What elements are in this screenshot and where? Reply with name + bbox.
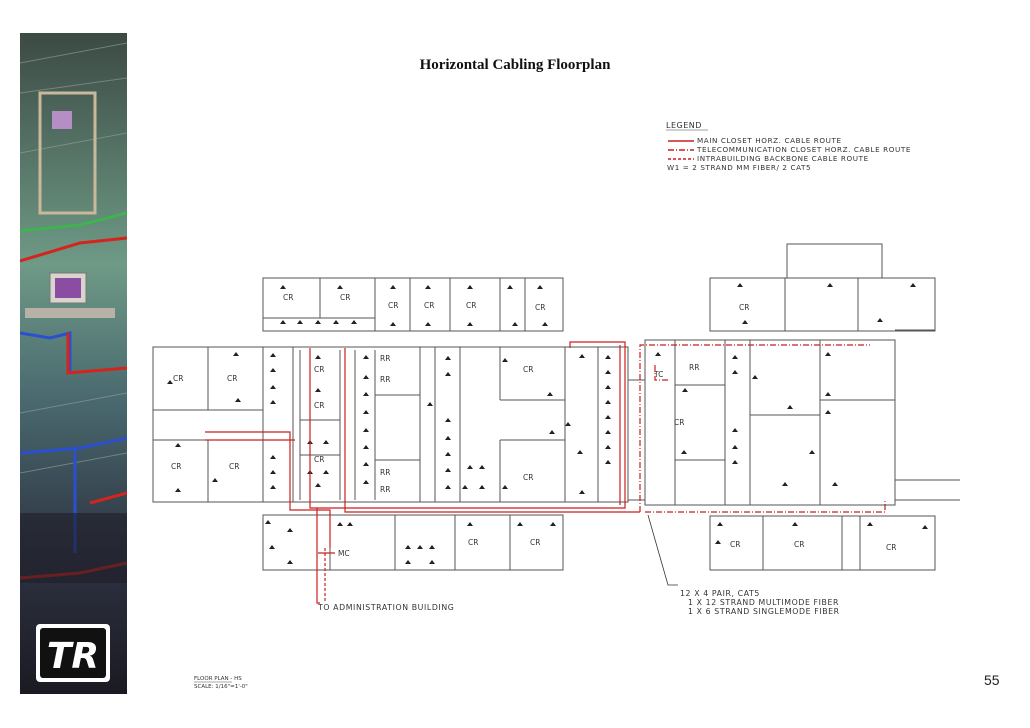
main-closet-route (309, 341, 626, 509)
legend-item-main-closet: MAIN CLOSET HORZ. CABLE ROUTE (697, 136, 842, 145)
room-label-cr: CR (466, 301, 476, 310)
legend-item-w1: W1 = 2 STRAND MM FIBER/ 2 CAT5 (667, 163, 811, 172)
outlet-markers (167, 283, 928, 564)
telecom-closet-route (639, 344, 870, 512)
room-label-cr: CR (730, 540, 740, 549)
legend-heading: LEGEND (666, 121, 702, 130)
building-walls (152, 243, 960, 571)
room-label-cr: CR (674, 418, 684, 427)
room-label-cr: CR (229, 462, 239, 471)
cable-spec-line: 12 X 4 PAIR, CAT5 (680, 589, 760, 598)
room-labels: CR CR CR CR CR CR CR CR CR CR CR CR CR R… (171, 293, 896, 558)
legend-item-backbone: INTRABUILDING BACKBONE CABLE ROUTE (697, 154, 869, 163)
room-label-cr: CR (171, 462, 181, 471)
page-number: 55 (984, 672, 1000, 688)
room-label-tc: TC (653, 370, 663, 379)
telecom-closet-route (654, 365, 668, 381)
room-label-cr: CR (283, 293, 293, 302)
logo-text: TR (47, 636, 99, 677)
cable-spec-line: 1 X 12 STRAND MULTIMODE FIBER (688, 598, 839, 607)
main-closet-route (344, 348, 640, 513)
to-admin-building-label: TO ADMINISTRATION BUILDING (317, 603, 454, 612)
cable-routes (205, 341, 886, 604)
room-label-cr: CR (424, 301, 434, 310)
cable-spec-line: 1 X 6 STRAND SINGLEMODE FIBER (688, 607, 840, 616)
room-label-cr: CR (388, 301, 398, 310)
room-label-mc: MC (338, 549, 350, 558)
room-label-rr: RR (380, 468, 390, 477)
sidebar-illustration: TR (20, 33, 127, 694)
room-label-cr: CR (468, 538, 478, 547)
main-closet-route (205, 431, 331, 548)
room-label-cr: CR (530, 538, 540, 547)
room-label-cr: CR (794, 540, 804, 549)
cable-spec-leader (647, 514, 678, 586)
room-label-cr: CR (535, 303, 545, 312)
room-label-cr: CR (227, 374, 237, 383)
floor-plan-caption: FLOOR PLAN - HS (194, 676, 242, 682)
room-label-cr: CR (314, 365, 324, 374)
room-label-cr: CR (314, 401, 324, 410)
legend-item-telecom-closet: TELECOMMUNICATION CLOSET HORZ. CABLE ROU… (696, 145, 911, 154)
room-label-cr: CR (340, 293, 350, 302)
telecom-closet-route (645, 500, 886, 513)
legend: LEGEND MAIN CLOSET HORZ. CABLE ROUTE TEL… (666, 121, 911, 172)
room-label-cr: CR (886, 543, 896, 552)
room-label-cr: CR (173, 374, 183, 383)
backbone-route (316, 508, 320, 604)
page-title: Horizontal Cabling Floorplan (419, 57, 611, 73)
room-label-cr: CR (314, 455, 324, 464)
room-label-rr: RR (380, 375, 390, 384)
room-label-rr: RR (380, 354, 390, 363)
room-label-rr: RR (380, 485, 390, 494)
sidebar-photo-collage: TR (20, 33, 127, 694)
room-label-rr: RR (689, 363, 699, 372)
room-label-cr: CR (739, 303, 749, 312)
room-label-cr: CR (523, 365, 533, 374)
company-logo: TR (36, 624, 110, 682)
scale-caption: SCALE: 1/16"=1'-0" (194, 684, 248, 690)
room-label-cr: CR (523, 473, 533, 482)
